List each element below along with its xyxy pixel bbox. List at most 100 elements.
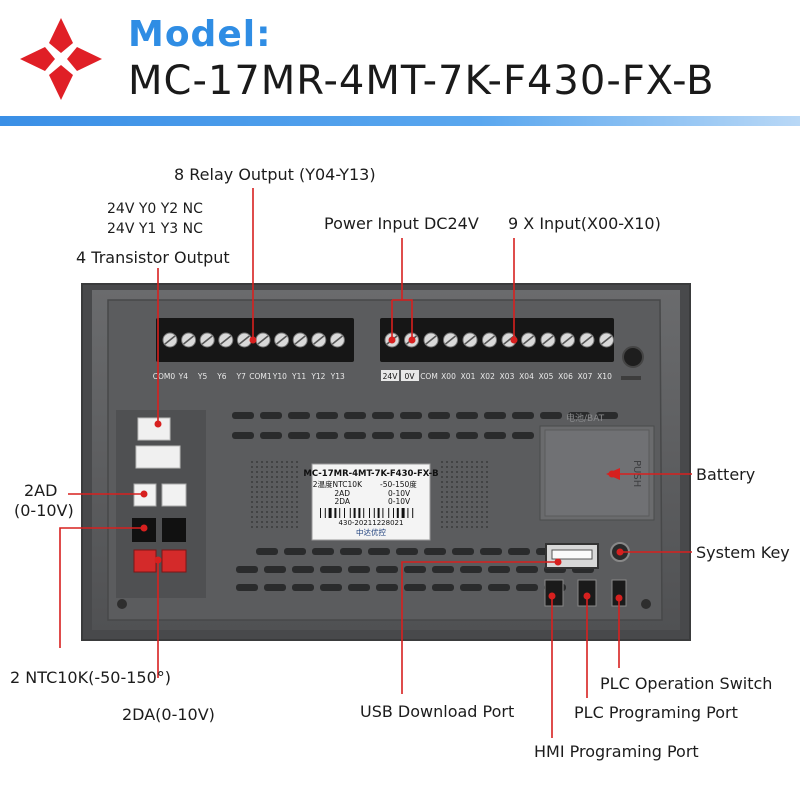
speaker-hole — [251, 491, 253, 493]
speaker-hole — [256, 516, 258, 518]
vent-slot — [404, 566, 426, 573]
speaker-hole — [466, 461, 468, 463]
speaker-hole — [476, 491, 478, 493]
speaker-hole — [266, 476, 268, 478]
speaker-hole — [461, 466, 463, 468]
speaker-hole — [261, 476, 263, 478]
vent-slot — [264, 584, 286, 591]
terminal-screw-icon — [462, 332, 478, 348]
speaker-hole — [281, 476, 283, 478]
speaker-hole — [456, 501, 458, 503]
speaker-hole — [261, 471, 263, 473]
vent-slot — [508, 548, 530, 555]
terminal-screw-icon — [274, 332, 290, 348]
speaker-hole — [466, 511, 468, 513]
speaker-hole — [296, 516, 298, 518]
speaker-hole — [296, 526, 298, 528]
barcode-bar — [396, 508, 399, 518]
speaker-hole — [456, 496, 458, 498]
speaker-hole — [256, 461, 258, 463]
speaker-hole — [286, 476, 288, 478]
vent-slot — [432, 566, 454, 573]
speaker-hole — [286, 466, 288, 468]
speaker-hole — [271, 506, 273, 508]
speaker-hole — [456, 516, 458, 518]
vent-slot — [344, 412, 366, 419]
barcode-bar — [344, 508, 345, 518]
speaker-hole — [281, 501, 283, 503]
speaker-hole — [446, 461, 448, 463]
sticker-row3-left: 2DA — [334, 497, 350, 506]
speaker-hole — [266, 461, 268, 463]
speaker-hole — [481, 506, 483, 508]
speaker-hole — [276, 516, 278, 518]
speaker-hole — [466, 491, 468, 493]
speaker-hole — [466, 466, 468, 468]
speaker-hole — [446, 506, 448, 508]
barcode-bar — [328, 508, 332, 518]
speaker-hole — [486, 506, 488, 508]
terminal-label: COM0 — [153, 372, 176, 381]
speaker-hole — [271, 501, 273, 503]
speaker-hole — [261, 521, 263, 523]
speaker-hole — [251, 511, 253, 513]
speaker-hole — [466, 471, 468, 473]
speaker-hole — [291, 481, 293, 483]
speaker-hole — [471, 466, 473, 468]
speaker-hole — [256, 521, 258, 523]
speaker-hole — [281, 471, 283, 473]
speaker-hole — [291, 511, 293, 513]
speaker-hole — [271, 461, 273, 463]
speaker-hole — [486, 501, 488, 503]
vent-slot — [376, 566, 398, 573]
terminal-label: Y13 — [330, 372, 345, 381]
speaker-hole — [456, 476, 458, 478]
speaker-hole — [296, 466, 298, 468]
speaker-hole — [486, 476, 488, 478]
speaker-hole — [446, 501, 448, 503]
speaker-hole — [461, 476, 463, 478]
speaker-hole — [441, 481, 443, 483]
speaker-hole — [471, 486, 473, 488]
speaker-hole — [286, 501, 288, 503]
speaker-hole — [251, 516, 253, 518]
speaker-hole — [486, 491, 488, 493]
speaker-hole — [471, 481, 473, 483]
vent-slot — [396, 548, 418, 555]
terminal-label: X05 — [539, 372, 554, 381]
speaker-hole — [446, 476, 448, 478]
speaker-hole — [441, 496, 443, 498]
vent-slot — [316, 432, 338, 439]
speaker-hole — [271, 516, 273, 518]
vent-slot — [320, 584, 342, 591]
speaker-hole — [286, 526, 288, 528]
speaker-hole — [266, 516, 268, 518]
transistor-pin-line2: 24V Y1 Y3 NC — [107, 221, 203, 237]
terminal-label: X03 — [500, 372, 515, 381]
da-label: 2DA(0-10V) — [122, 705, 215, 724]
vent-slot — [376, 584, 398, 591]
speaker-hole — [256, 476, 258, 478]
vent-slot — [236, 566, 258, 573]
speaker-hole — [281, 521, 283, 523]
speaker-hole — [466, 501, 468, 503]
speaker-hole — [446, 481, 448, 483]
speaker-hole — [291, 501, 293, 503]
speaker-hole — [471, 496, 473, 498]
speaker-hole — [481, 486, 483, 488]
speaker-hole — [296, 496, 298, 498]
speaker-hole — [256, 491, 258, 493]
speaker-hole — [281, 466, 283, 468]
barcode-bar — [320, 508, 321, 518]
speaker-hole — [456, 461, 458, 463]
speaker-hole — [256, 501, 258, 503]
speaker-hole — [261, 466, 263, 468]
vent-slot — [460, 566, 482, 573]
speaker-hole — [471, 506, 473, 508]
terminal-screw-icon — [482, 332, 497, 348]
speaker-hole — [476, 471, 478, 473]
barcode-bar — [353, 508, 356, 518]
speaker-hole — [286, 491, 288, 493]
speaker-hole — [256, 466, 258, 468]
vent-slot — [344, 432, 366, 439]
